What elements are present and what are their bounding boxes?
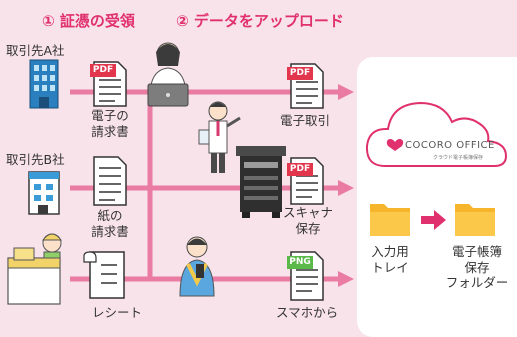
cloud-icon [365,101,508,167]
scanner-label: スキャナ 保存 [282,205,333,236]
flow-diagram [7,42,508,305]
step2-heading: ② データをアップロード [176,12,344,30]
folder-arrow-icon [421,210,446,230]
paper-invoice-label: 紙の 請求書 [91,208,129,239]
electronic-trade-label: 電子取引 [280,113,331,128]
presenter-icon [198,101,241,173]
receipt-icon [83,251,125,299]
smartphone-user-icon [179,236,215,297]
pdf-badge: PDF [287,163,313,176]
flow-arrowheads [338,84,354,287]
shop-clerk-icon [7,233,63,305]
company-b-label: 取引先B社 [6,152,65,167]
storage-folder-label: 電子帳簿 保存 フォルダー [445,244,509,291]
smartphone-label: スマホから [276,305,339,320]
pdf-badge: PDF [90,64,116,77]
cloud-panel [357,57,517,337]
company-a-label: 取引先A社 [6,43,65,58]
cocoro-brand: COCORO OFFICE [405,140,495,151]
storage-folder-icon [455,204,495,236]
laptop-worker-icon [147,42,189,107]
input-tray-folder-icon [370,204,410,236]
png-badge: PNG [287,256,313,269]
cocoro-subtitle: クラウド電子帳簿保存 [433,155,484,161]
paper-invoice-document-icon [93,156,127,206]
scanner-machine-icon [236,146,286,218]
input-tray-label: 入力用 トレイ [371,244,409,275]
receipt-label: レシート [92,305,143,320]
building-a-icon [29,59,59,109]
pdf-badge: PDF [287,67,313,80]
electronic-invoice-label: 電子の 請求書 [91,108,129,139]
building-b-icon [28,171,60,215]
cocoro-logo-icon [386,139,404,151]
step1-heading: ① 証憑の受領 [42,12,135,30]
